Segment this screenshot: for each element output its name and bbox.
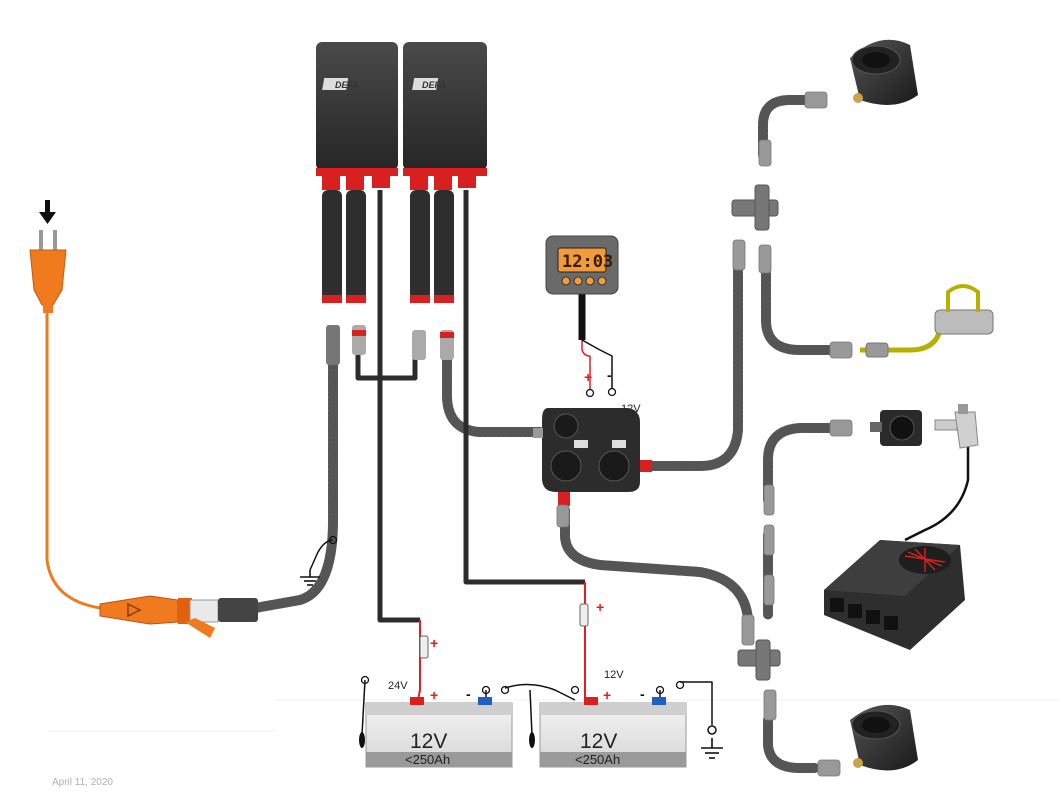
cable-center-to-upper-right bbox=[635, 260, 743, 471]
negative-terminal bbox=[652, 697, 666, 705]
wire-unit-link bbox=[355, 340, 418, 381]
ring-terminal bbox=[585, 388, 595, 398]
battery-bank-voltage: 24V bbox=[388, 680, 408, 692]
sense-probe bbox=[359, 732, 365, 748]
brand-badge bbox=[412, 78, 439, 90]
socket-icon bbox=[550, 450, 582, 482]
fuse-icon bbox=[419, 635, 429, 659]
battery-2-minus: - bbox=[640, 686, 645, 702]
mains-cord bbox=[29, 200, 258, 638]
battery-2: 12V <250Ah bbox=[539, 697, 687, 768]
power-wires bbox=[309, 190, 970, 736]
socket-icon bbox=[553, 413, 579, 439]
heater-icon bbox=[824, 540, 965, 650]
mains-inlet bbox=[99, 595, 258, 638]
brand-label: DEFA bbox=[335, 80, 359, 90]
brand-label: DEFA bbox=[422, 80, 446, 90]
plug-icon bbox=[934, 404, 979, 449]
ring-terminals bbox=[328, 535, 685, 695]
sense-probe bbox=[529, 732, 535, 748]
brand-badge bbox=[322, 78, 349, 90]
fuse-icon bbox=[579, 603, 589, 627]
cable-to-temp-sensor bbox=[761, 265, 845, 355]
wire-left-sense bbox=[361, 679, 366, 736]
battery-2-capacity: <250Ah bbox=[575, 752, 620, 767]
display-button bbox=[597, 276, 607, 286]
charger-unit-1: DEFA bbox=[316, 42, 398, 365]
center-plus-label: + bbox=[584, 369, 592, 385]
positive-terminal bbox=[584, 697, 598, 705]
date-stamp: April 11, 2020 bbox=[52, 777, 113, 788]
socket-icon bbox=[850, 39, 918, 105]
charger-cable-left bbox=[250, 330, 338, 613]
cable-to-top-socket bbox=[758, 95, 820, 160]
corrugated-cables bbox=[250, 95, 845, 773]
battery-1-voltage: 12V bbox=[410, 730, 447, 753]
cable-to-bottom-socket bbox=[763, 715, 820, 773]
lcd-screen bbox=[557, 247, 607, 273]
wire-mid-sense bbox=[529, 689, 533, 736]
ground-icon bbox=[300, 570, 320, 586]
cable-center-to-lower-right bbox=[560, 505, 753, 645]
temperature-sensor bbox=[860, 284, 994, 358]
battery-1-minus: - bbox=[466, 686, 471, 702]
plug-icon bbox=[29, 230, 67, 313]
cable-connectors bbox=[556, 91, 853, 777]
socket-icon bbox=[598, 450, 630, 482]
battery-right-voltage: 12V bbox=[604, 669, 624, 681]
battery-1-plus: + bbox=[430, 687, 438, 703]
ground-icon bbox=[701, 738, 723, 759]
orange-cord bbox=[45, 310, 126, 612]
wire-red-battery1 bbox=[417, 620, 421, 701]
fuse-2-plus: + bbox=[596, 599, 604, 615]
cable-to-center-box bbox=[442, 355, 545, 437]
socket-icon bbox=[850, 704, 918, 771]
wire-unit1-to-battery bbox=[377, 190, 420, 623]
negative-terminal bbox=[478, 697, 492, 705]
battery-1: 12V <250Ah bbox=[365, 697, 513, 768]
battery-1-capacity: <250Ah bbox=[405, 752, 450, 767]
cable-to-socket-right bbox=[763, 423, 840, 505]
battery-2-voltage: 12V bbox=[580, 730, 617, 753]
timer-display: 12:03 bbox=[545, 235, 619, 295]
display-button bbox=[585, 276, 595, 286]
arrow-down-icon bbox=[39, 200, 56, 224]
lcd-time: 12:03 bbox=[562, 252, 613, 272]
heater-cable bbox=[904, 445, 970, 542]
wire-battery-link bbox=[504, 683, 576, 701]
positive-terminal bbox=[410, 697, 424, 705]
charger-unit-2: DEFA bbox=[403, 42, 487, 360]
wire-unit2-to-battery bbox=[463, 190, 585, 585]
ring-terminal bbox=[707, 725, 717, 735]
t-splitter bbox=[731, 184, 781, 681]
display-button bbox=[573, 276, 583, 286]
ring-terminal bbox=[607, 387, 617, 397]
battery-2-plus: + bbox=[603, 687, 611, 703]
center-minus-label: - bbox=[607, 367, 612, 383]
display-button bbox=[561, 276, 571, 286]
distribution-box bbox=[533, 408, 652, 506]
wire-inlet-ground bbox=[309, 539, 334, 571]
socket-icon bbox=[870, 410, 922, 446]
fuse-1-plus: + bbox=[430, 635, 438, 651]
display-minus-wire bbox=[581, 339, 613, 388]
wire-batt2-ground bbox=[680, 681, 713, 725]
display-plus-wire bbox=[581, 340, 591, 390]
